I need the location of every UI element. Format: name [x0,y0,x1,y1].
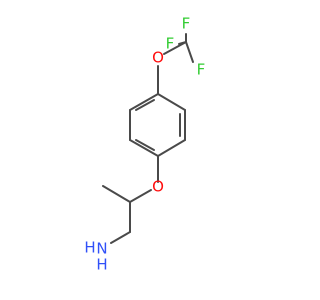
bond-cf3-o [163,41,187,55]
ring-bond-top-upright [157,93,186,111]
ring-bond-bottom-lowleft [129,139,159,157]
atom-layer: F F F O O N H H [84,15,205,274]
bond-cf3-f-right [185,41,194,63]
atom-h-2: H [96,256,107,274]
atom-o-mid: O [152,178,164,196]
bond-o-mid-ch [129,189,152,203]
atom-f-right: F [197,61,206,79]
atom-n: N [96,240,107,258]
ring-bond-upleft-top [129,93,159,111]
atom-f-left: F [166,35,175,53]
atom-h-1: H [84,239,95,257]
bond-layer [102,33,194,244]
atom-f-top: F [182,15,191,33]
ring-double-inner-top [135,99,155,111]
bond-ch2-n [110,231,131,244]
atom-o-top: O [152,49,164,67]
structure-canvas: F F F O O N H H [84,15,205,274]
molecule-structure: F F F O O N H H [84,15,205,274]
ring-bond-lowright-bottom [157,139,186,157]
ring-double-inner-bottom [135,139,155,151]
bond-ch-methyl [102,185,131,203]
